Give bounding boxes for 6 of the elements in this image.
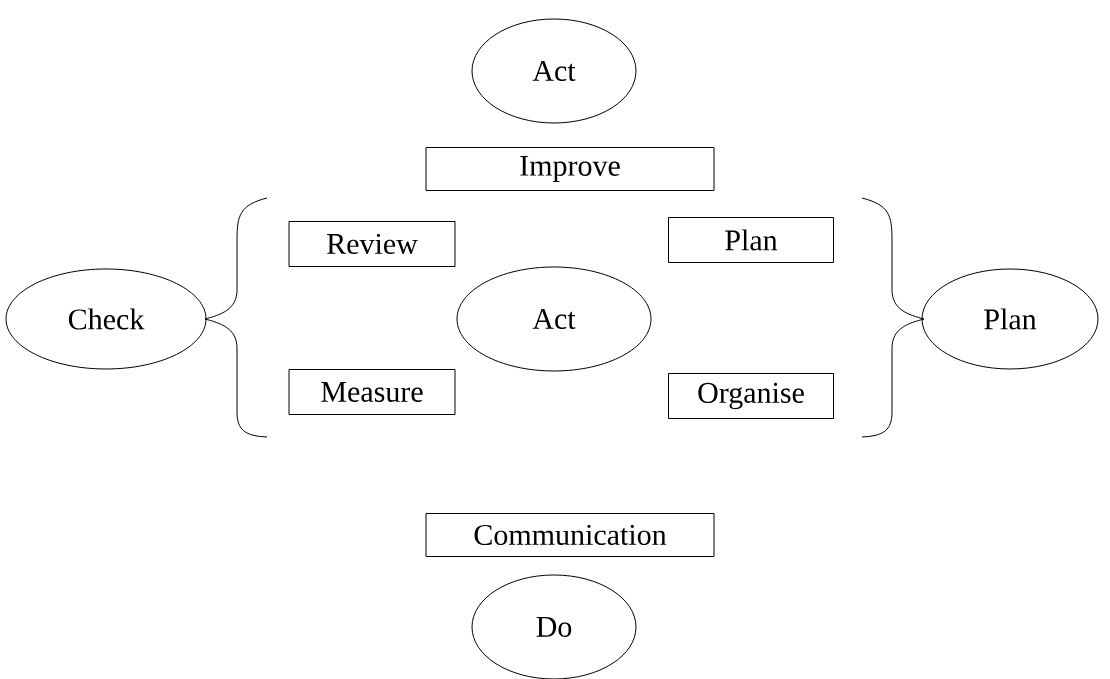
step-box: Organise [668, 373, 834, 419]
step-box: Measure [288, 369, 456, 415]
step-box: Review [288, 221, 456, 267]
step-box: Improve [425, 147, 715, 191]
step-box: Communication [425, 513, 715, 557]
step-box: Plan [668, 217, 834, 263]
